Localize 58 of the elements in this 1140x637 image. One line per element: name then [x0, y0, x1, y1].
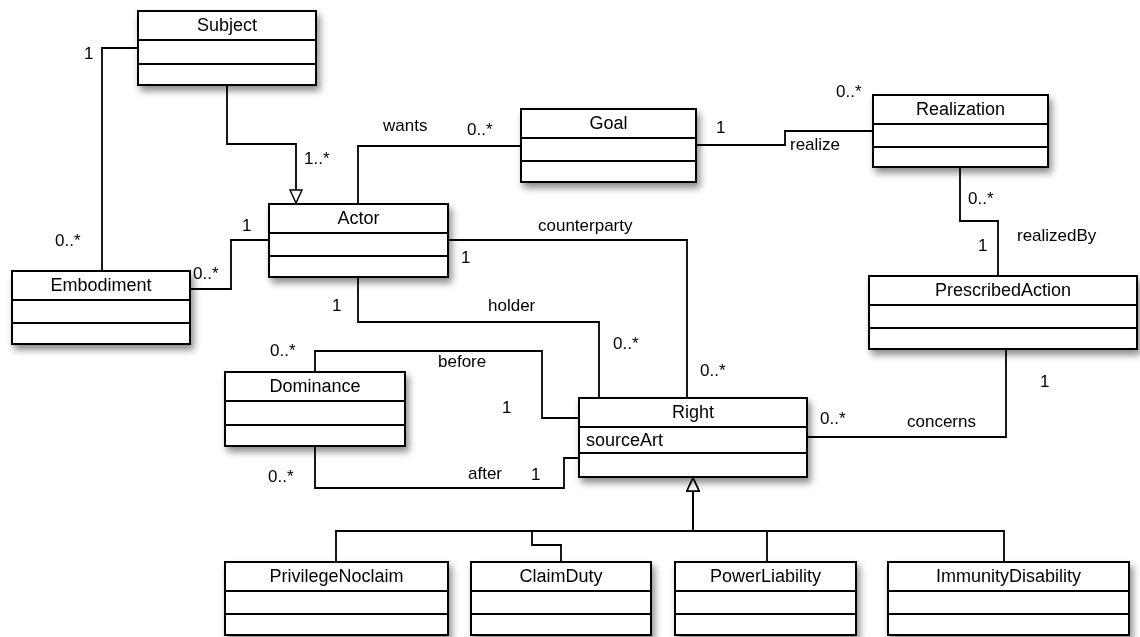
- class-box: [137, 10, 317, 86]
- multiplicity-label: 0..*: [270, 341, 296, 361]
- multiplicity-label: 1: [531, 465, 541, 485]
- class-name: Actor: [336, 207, 381, 230]
- class-name: PrivilegeNoclaim: [268, 565, 405, 588]
- association-line: [807, 349, 1007, 438]
- class-box: [887, 561, 1130, 636]
- class-box: [470, 561, 652, 636]
- generalization-arrow: [686, 477, 1005, 562]
- multiplicity-label: 1: [242, 216, 252, 236]
- multiplicity-label: 0..*: [613, 334, 639, 354]
- multiplicity-label: 0..*: [193, 264, 219, 284]
- multiplicity-label: 1: [502, 398, 512, 418]
- association-line: [696, 130, 873, 146]
- class-name: Dominance: [268, 375, 362, 398]
- multiplicity-label: 0..*: [55, 231, 81, 251]
- multiplicity-label: 1..*: [304, 149, 330, 169]
- attribute-text: sourceArt: [586, 429, 664, 452]
- class-box: [224, 371, 406, 447]
- association-line: [190, 239, 269, 290]
- class-name: PrescribedAction: [933, 279, 1073, 302]
- multiplicity-label: 0..*: [820, 409, 846, 429]
- association-line: [314, 350, 579, 419]
- multiplicity-label: 0..*: [836, 82, 862, 102]
- multiplicity-label: 1: [716, 118, 726, 138]
- association-line: [357, 145, 521, 204]
- association-line: [357, 277, 600, 398]
- class-box: [674, 561, 857, 636]
- association-line: [448, 239, 688, 398]
- multiplicity-label: 0..*: [968, 189, 994, 209]
- multiplicity-label: 1: [1040, 372, 1050, 392]
- multiplicity-label: 0..*: [700, 361, 726, 381]
- class-box: [11, 270, 191, 345]
- class-name: Realization: [914, 98, 1007, 121]
- class-box: [578, 397, 808, 478]
- multiplicity-label: 1: [84, 44, 94, 64]
- multiplicity-label: 1: [461, 248, 471, 268]
- multiplicity-label: 0..*: [467, 120, 493, 140]
- class-box: [868, 275, 1138, 350]
- class-name: Embodiment: [49, 274, 153, 297]
- generalization-arrow: [226, 85, 303, 204]
- role-label: realizedBy: [1016, 226, 1098, 246]
- class-box: [520, 108, 697, 183]
- class-name: ImmunityDisability: [935, 565, 1082, 588]
- class-name: PowerLiability: [708, 565, 823, 588]
- multiplicity-label: 0..*: [268, 467, 294, 487]
- association-line: [314, 446, 579, 489]
- class-name: ClaimDuty: [518, 565, 604, 588]
- class-name: Subject: [195, 14, 258, 37]
- multiplicity-label: 1: [332, 296, 342, 316]
- multiplicity-label: 1: [978, 236, 988, 256]
- association-line: [959, 167, 999, 276]
- association-line: [101, 47, 138, 271]
- class-name: Right: [671, 401, 715, 424]
- class-box: [268, 203, 449, 278]
- class-box: [224, 561, 449, 636]
- class-name: Goal: [588, 112, 629, 135]
- class-box: [872, 94, 1049, 168]
